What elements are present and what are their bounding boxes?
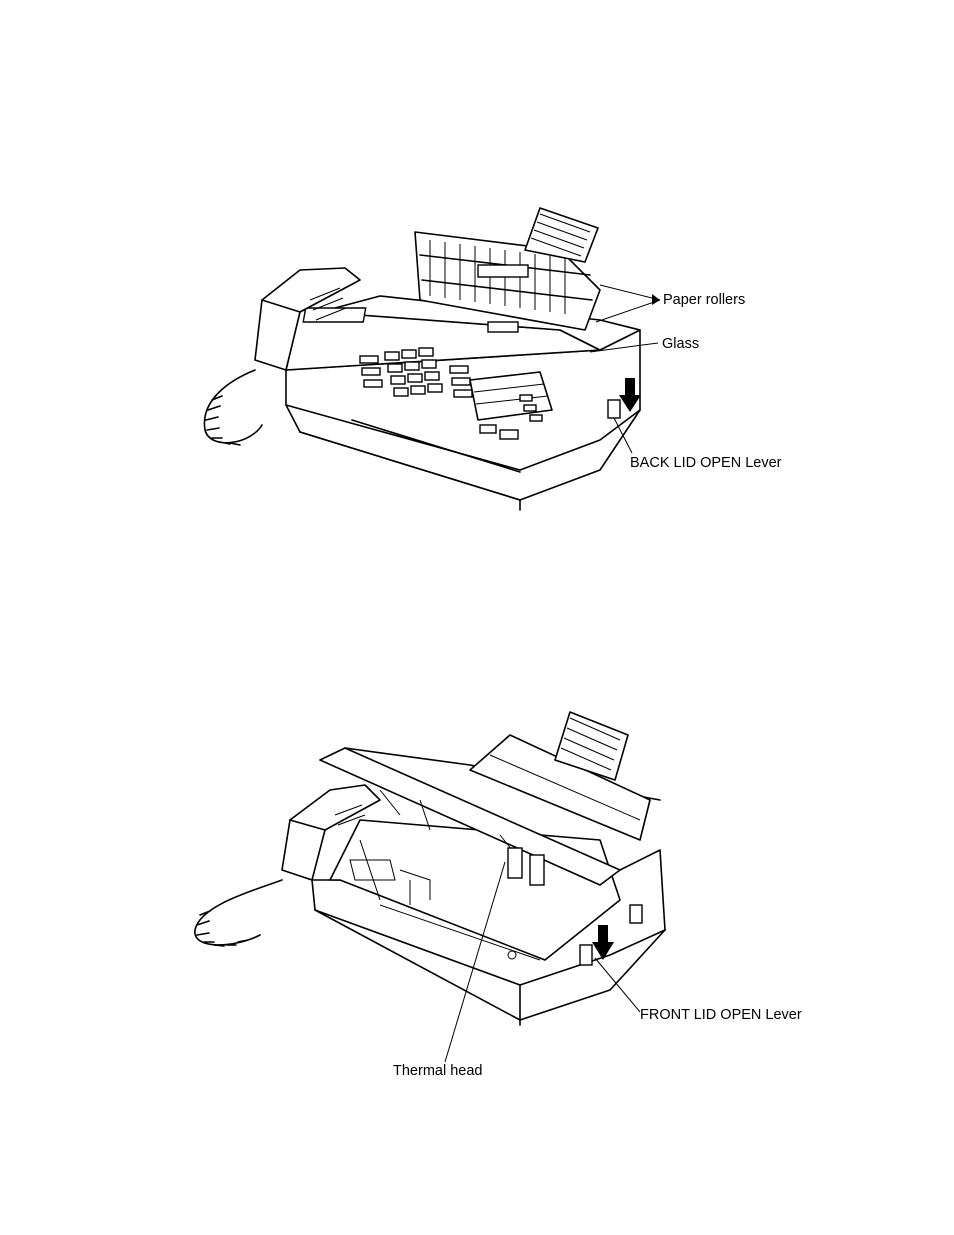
label-front-lid-open-lever: FRONT LID OPEN Lever bbox=[640, 1007, 802, 1023]
label-thermal-head: Thermal head bbox=[393, 1063, 482, 1079]
handset-cord-bottom bbox=[195, 880, 282, 946]
